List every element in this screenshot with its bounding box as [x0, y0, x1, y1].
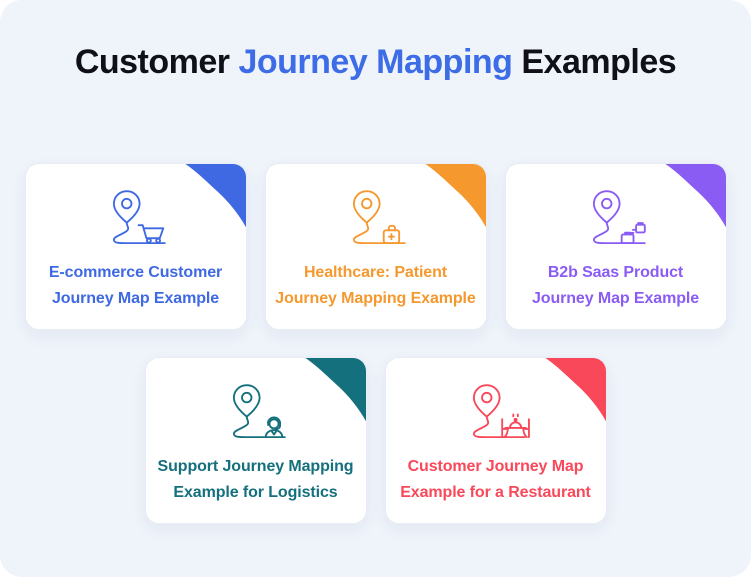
title-suffix: Examples: [512, 43, 677, 81]
card-ecommerce[interactable]: E-commerce Customer Journey Map Example: [24, 162, 247, 330]
card-support-logistics[interactable]: Support Journey Mapping Example for Logi…: [144, 356, 367, 524]
corner-wave-decoration: [424, 163, 486, 228]
corner-wave-decoration: [184, 163, 246, 228]
card-title-line: Support Journey Mapping: [157, 457, 354, 475]
card-title: Healthcare: Patient Journey Mapping Exam…: [275, 260, 476, 312]
card-title-line: Healthcare: Patient: [303, 263, 448, 281]
card-restaurant[interactable]: Customer Journey Map Example for a Resta…: [384, 356, 607, 524]
card-title-line: Journey Mapping Example: [275, 289, 476, 307]
card-b2b-saas[interactable]: B2b Saas Product Journey Map Example: [504, 162, 727, 330]
card-title-line: B2b Saas Product: [547, 263, 684, 281]
journey-pin-product-boxes-icon: [581, 188, 651, 248]
card-title-line: Example for Logistics: [173, 483, 338, 501]
corner-wave-decoration: [544, 357, 606, 422]
card-title-line: Journey Map Example: [531, 289, 700, 307]
journey-pin-shopping-cart-icon: [101, 188, 171, 248]
page-title: Customer Journey Mapping Examples: [0, 0, 751, 83]
journey-pin-medical-kit-icon: [341, 188, 411, 248]
card-title-line: Customer Journey Map: [407, 457, 584, 475]
card-title-line: Example for a Restaurant: [400, 483, 591, 501]
card-title: Customer Journey Map Example for a Resta…: [400, 454, 591, 506]
journey-pin-restaurant-table-icon: [461, 382, 531, 442]
card-title: B2b Saas Product Journey Map Example: [532, 260, 699, 312]
title-prefix: Customer: [74, 43, 239, 81]
card-row-top: E-commerce Customer Journey Map Example: [0, 162, 751, 330]
card-healthcare[interactable]: Healthcare: Patient Journey Mapping Exam…: [264, 162, 487, 330]
title-highlight: Journey Mapping: [238, 43, 513, 81]
cards-container: E-commerce Customer Journey Map Example: [0, 162, 751, 524]
corner-wave-decoration: [664, 163, 726, 228]
card-title: Support Journey Mapping Example for Logi…: [158, 454, 354, 506]
corner-wave-decoration: [304, 357, 366, 422]
journey-pin-support-agent-icon: [221, 382, 291, 442]
card-title-line: Journey Map Example: [51, 289, 220, 307]
card-title: E-commerce Customer Journey Map Example: [49, 260, 222, 312]
card-title-line: E-commerce Customer: [48, 263, 223, 281]
card-row-bottom: Support Journey Mapping Example for Logi…: [0, 356, 751, 524]
